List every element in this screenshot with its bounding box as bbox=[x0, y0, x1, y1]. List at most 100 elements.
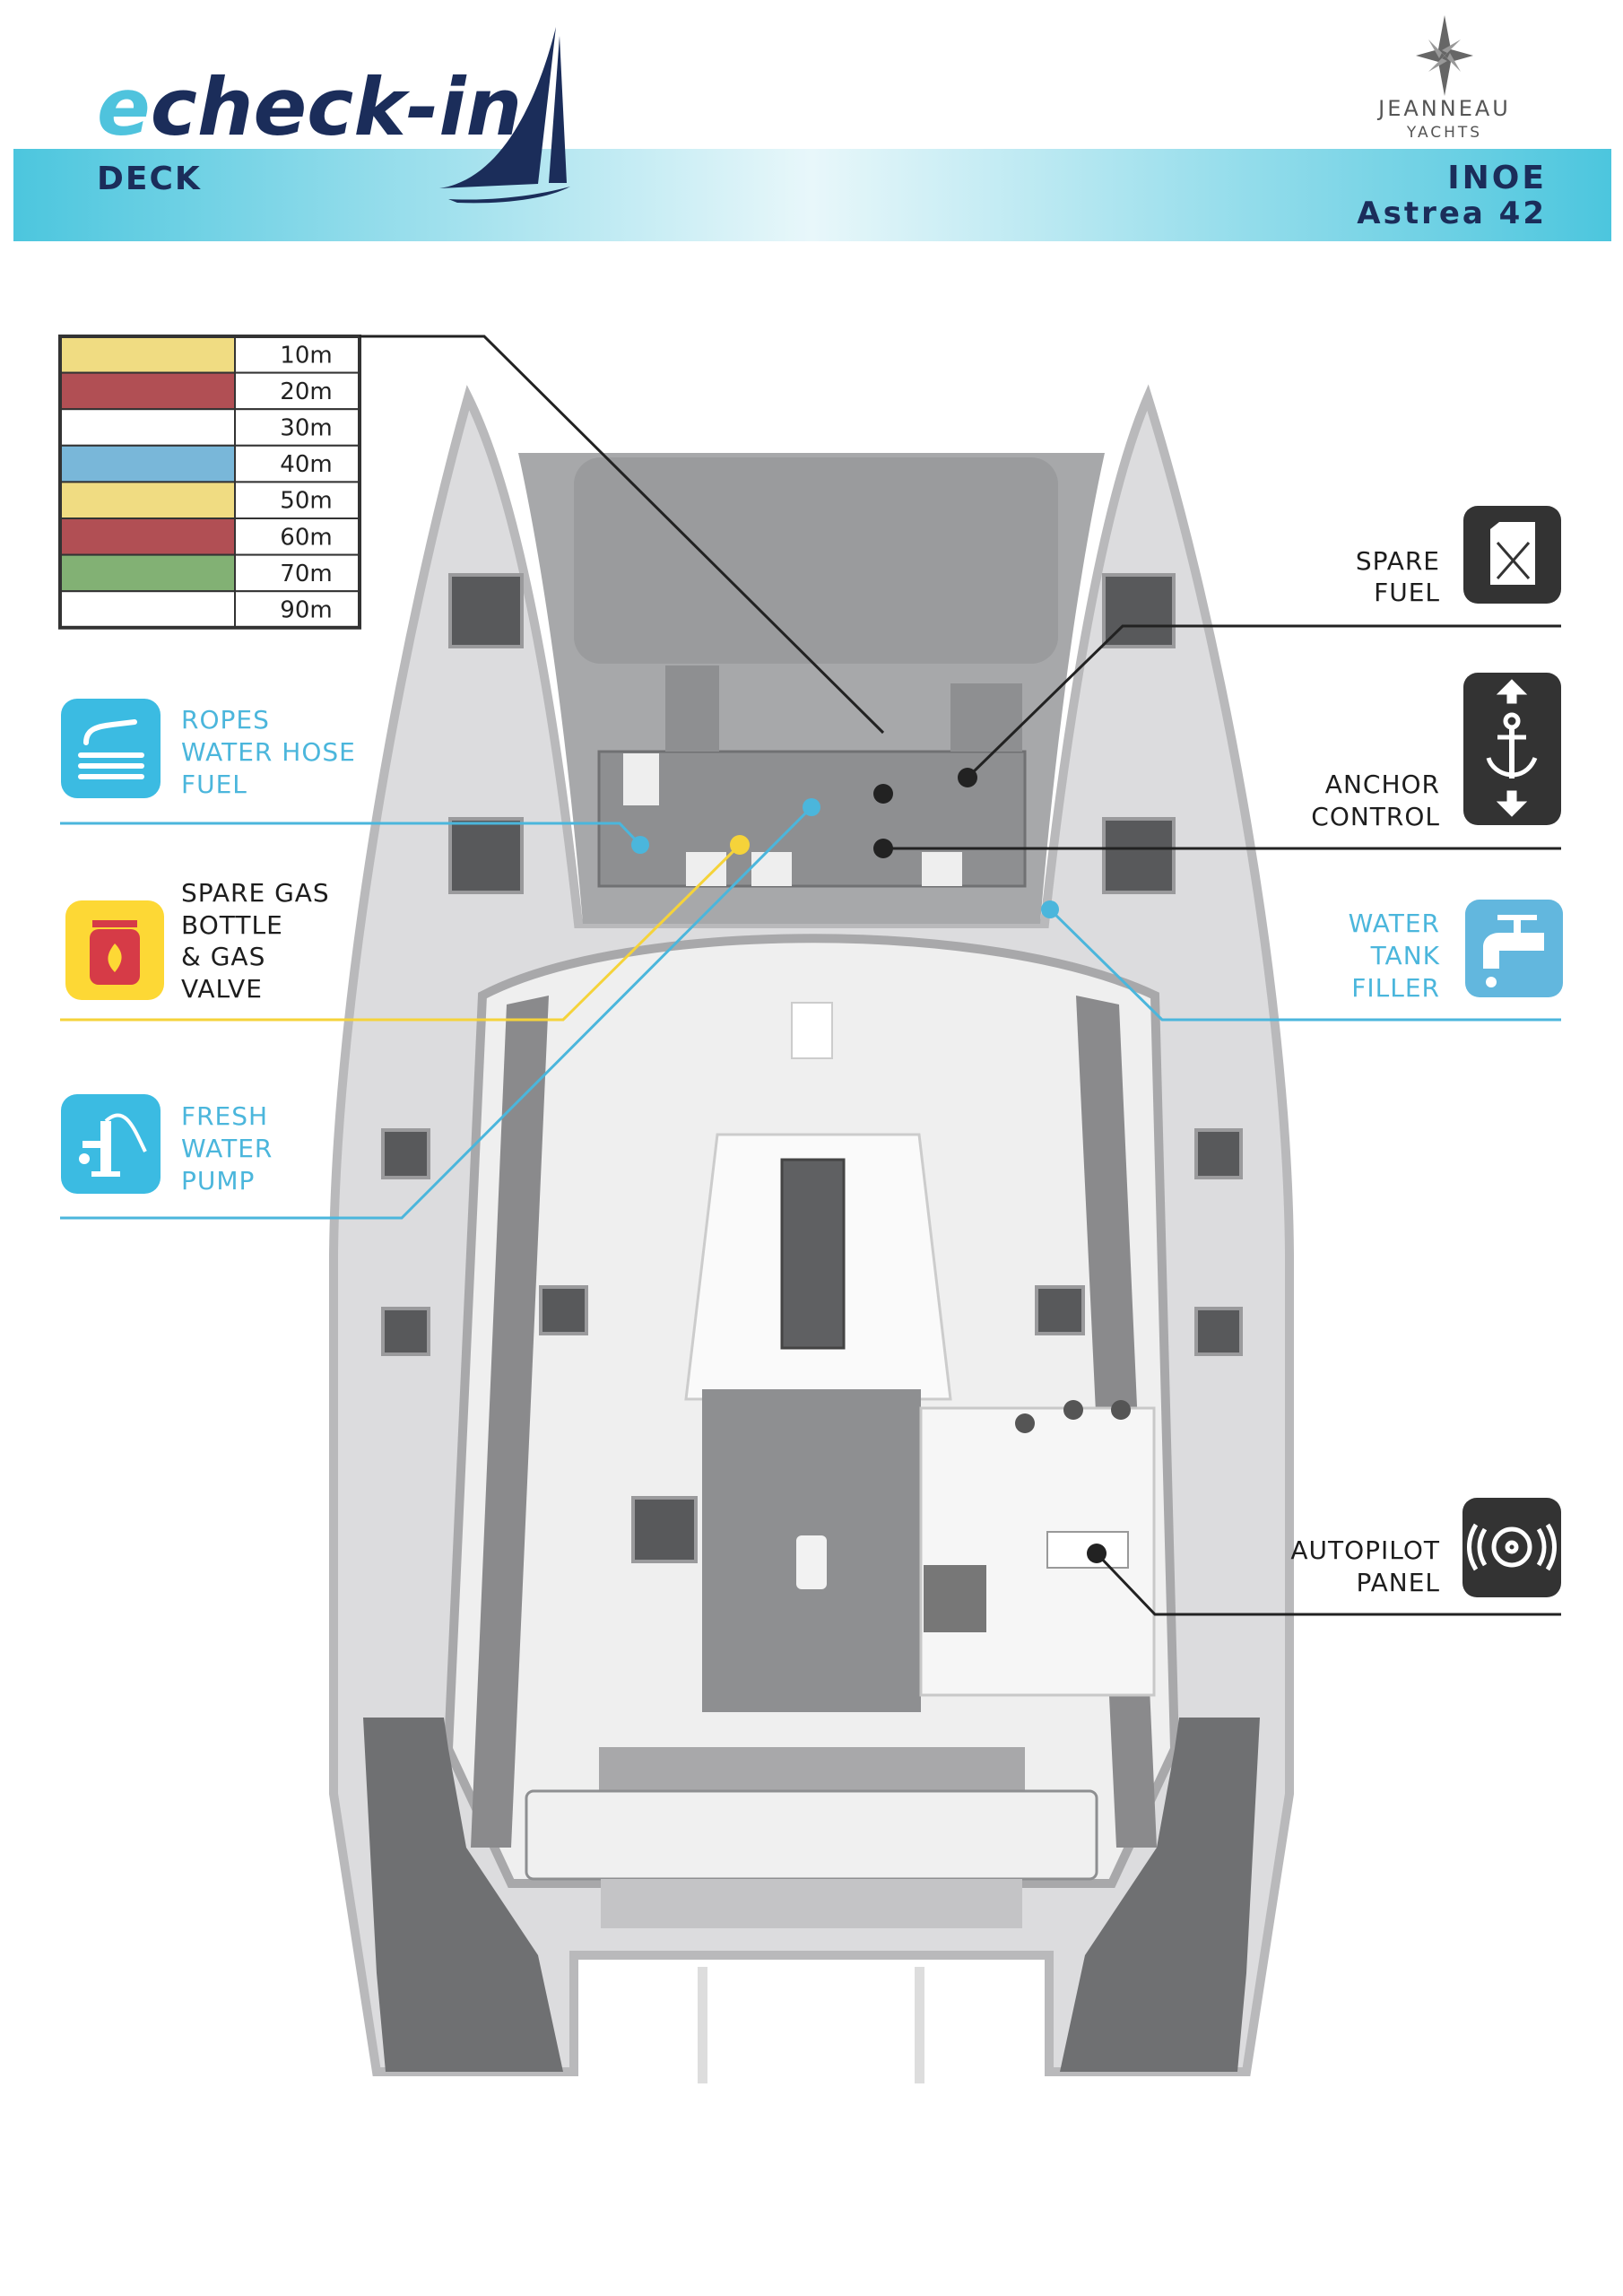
callout-ropes-line: WATER HOSE bbox=[181, 737, 356, 767]
callout-pump-line: PUMP bbox=[181, 1166, 255, 1196]
callout-pump: FRESH WATER PUMP bbox=[61, 1094, 273, 1196]
aft-bench bbox=[525, 1789, 1098, 1881]
callout-gas-line: VALVE bbox=[181, 974, 263, 1004]
cushion bbox=[922, 852, 962, 886]
sail-logo-icon bbox=[439, 27, 570, 204]
callout-gas-line: BOTTLE bbox=[181, 910, 283, 940]
callout-spare-fuel-line: FUEL bbox=[1374, 578, 1440, 607]
leader-water-tank bbox=[1048, 908, 1561, 1022]
callout-pump-line: FRESH bbox=[181, 1101, 268, 1131]
legend-swatch bbox=[59, 371, 236, 411]
legend-swatch bbox=[59, 590, 236, 629]
anchor-glyph bbox=[1486, 679, 1538, 817]
dot-spare-fuel bbox=[958, 768, 977, 787]
legend-cell bbox=[234, 481, 360, 520]
callout-autopilot: AUTOPILOT PANEL bbox=[1290, 1498, 1561, 1597]
callout-water-tank: WATER TANK FILLER bbox=[1349, 900, 1563, 1003]
callout-autopilot-line: AUTOPILOT bbox=[1290, 1535, 1440, 1565]
header: echeck-in DECK JEANNEAU YACHTS INOE Astr… bbox=[13, 15, 1611, 241]
legend-swatch bbox=[59, 408, 236, 447]
legend-border bbox=[58, 335, 361, 630]
boat-model: Astrea 42 bbox=[1357, 196, 1547, 231]
logo-main: check-in bbox=[151, 61, 523, 153]
legend-swatch bbox=[59, 444, 236, 483]
legend-label: 90m bbox=[280, 597, 332, 624]
seat bbox=[924, 1565, 986, 1632]
leader-autopilot bbox=[1095, 1552, 1561, 1616]
faucet-glyph bbox=[1483, 915, 1544, 987]
callout-water-tank-line: TANK bbox=[1370, 941, 1440, 970]
callout-spare-fuel-line: SPARE bbox=[1356, 546, 1440, 576]
flame-icon bbox=[108, 944, 122, 972]
swim-platform-right bbox=[1060, 1718, 1260, 2072]
aft-deck bbox=[601, 1879, 1022, 1928]
header-band bbox=[13, 149, 1611, 241]
legend-swatch bbox=[59, 335, 236, 374]
legend-label: 10m bbox=[280, 342, 332, 369]
swim-platform-left bbox=[363, 1718, 563, 2072]
leader-ropes bbox=[60, 822, 642, 847]
legend-cell bbox=[234, 517, 360, 556]
hose-icon bbox=[61, 699, 161, 798]
callout-water-tank-line: FILLER bbox=[1351, 973, 1440, 1003]
callout-water-tank-line: WATER bbox=[1349, 909, 1440, 938]
legend-swatch bbox=[59, 481, 236, 520]
legend-label: 50m bbox=[280, 488, 332, 515]
callout-ropes-line: FUEL bbox=[181, 770, 247, 799]
legend-cell bbox=[234, 553, 360, 593]
pump-glyph bbox=[79, 1113, 147, 1177]
leader-gas bbox=[60, 843, 742, 1022]
leader-legend bbox=[360, 335, 885, 735]
legend-label: 20m bbox=[280, 378, 332, 405]
hose-glyph bbox=[78, 719, 144, 779]
legend-swatch bbox=[59, 517, 236, 556]
leader-pump bbox=[60, 805, 813, 1220]
callout-pump-line: WATER bbox=[181, 1134, 273, 1163]
forward-seat bbox=[950, 683, 1022, 752]
catamaran-plan bbox=[329, 384, 1294, 2083]
gas-bottle-glyph bbox=[92, 920, 137, 927]
jerrycan-glyph bbox=[1496, 542, 1531, 579]
section-title: DECK bbox=[97, 161, 202, 197]
boat-name: INOE bbox=[1447, 160, 1547, 196]
forward-hatch bbox=[780, 1158, 846, 1350]
legend-label: 70m bbox=[280, 561, 332, 587]
boarding-post bbox=[698, 1967, 707, 2083]
dot-ropes bbox=[631, 836, 649, 854]
legend-cell bbox=[234, 335, 360, 374]
dot-legend bbox=[873, 784, 893, 804]
callout-autopilot-line: PANEL bbox=[1357, 1568, 1440, 1597]
brand-name: JEANNEAU bbox=[1376, 96, 1511, 121]
hatch bbox=[791, 1002, 833, 1059]
steering-wheel-glyph bbox=[1467, 1523, 1557, 1571]
logo: echeck-in bbox=[97, 61, 522, 153]
dot-autopilot bbox=[1087, 1544, 1107, 1563]
side-deck-left bbox=[471, 996, 549, 1848]
dot-gas bbox=[730, 835, 750, 855]
callout-gas-line: & GAS bbox=[181, 942, 265, 971]
callout-anchor-line: ANCHOR bbox=[1325, 770, 1440, 799]
boarding-post bbox=[915, 1967, 924, 2083]
callout-dots bbox=[631, 768, 1107, 1563]
legend-label: 40m bbox=[280, 451, 332, 478]
dot-anchor bbox=[873, 839, 893, 858]
compass-star-icon bbox=[1416, 15, 1473, 96]
trampoline bbox=[574, 457, 1058, 664]
dot-pump bbox=[803, 798, 820, 816]
cushion bbox=[751, 852, 792, 886]
jerrycan-glyph bbox=[1490, 522, 1535, 585]
table-handle bbox=[796, 1535, 827, 1589]
callout-ropes-line: ROPES bbox=[181, 705, 270, 735]
